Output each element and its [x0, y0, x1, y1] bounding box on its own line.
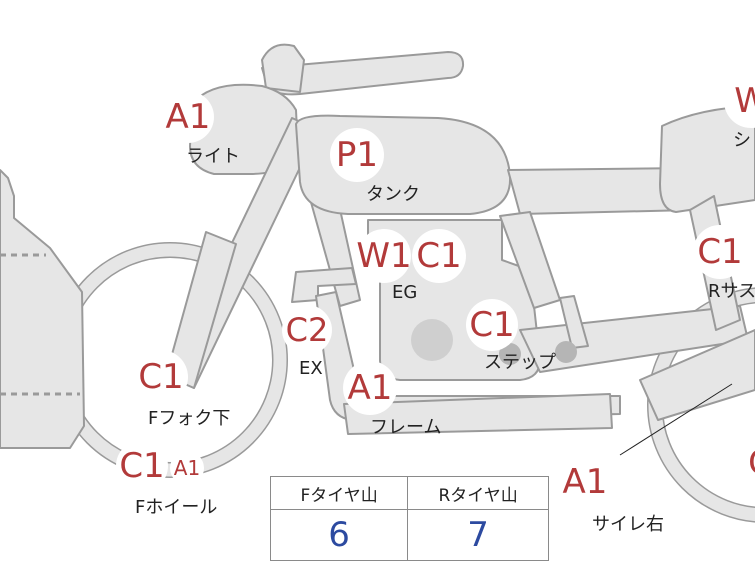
silencer-label: サイレ右 — [592, 514, 664, 535]
silencer-badge: A1 — [557, 454, 613, 510]
frame-label: フレーム — [370, 417, 442, 438]
frame-badge: A1 — [343, 361, 397, 415]
tank-label: タンク — [366, 184, 420, 205]
light-badge: A1 — [162, 91, 214, 143]
silencer-leader-line — [619, 383, 733, 456]
rear-wheel-badge: C — [733, 436, 755, 490]
rear-tire-value: 7 — [407, 509, 549, 561]
front-fork-label: Fフォク下 — [148, 408, 231, 429]
seat-label: シ — [733, 130, 751, 151]
exhaust-label: EX — [299, 358, 323, 379]
front-wheel-badge-2: A1 — [170, 451, 204, 485]
silencer-shape — [639, 329, 755, 421]
front-fork-badge: C1 — [134, 350, 188, 404]
step-label: ステップ — [484, 352, 556, 373]
tank-badge: P1 — [330, 128, 384, 182]
engine-label: EG — [392, 282, 418, 303]
rear-suspension-label: Rサス — [708, 281, 755, 302]
engine-badge-1: W1 — [356, 229, 412, 283]
rear-tire-header: Rタイヤ山 — [407, 476, 549, 510]
step-badge: C1 — [466, 299, 518, 351]
rear-suspension-badge: C1 — [693, 225, 747, 279]
front-tire-value: 6 — [269, 509, 409, 561]
light-label: ライト — [186, 146, 240, 167]
step-peg-shape — [499, 343, 521, 365]
engine-badge-2: C1 — [412, 229, 466, 283]
crank-cover-shape — [411, 319, 453, 361]
exhaust-badge: C2 — [282, 305, 332, 355]
front-wheel-label: Fホイール — [135, 497, 218, 518]
front-tire-header: Fタイヤ山 — [269, 476, 409, 510]
front-wheel-badge-1: C1 — [116, 440, 168, 492]
tire-tread-table: Fタイヤ山 Rタイヤ山 6 7 — [269, 476, 549, 561]
exhaust-shape — [291, 267, 357, 303]
side-object-shape — [0, 169, 85, 449]
